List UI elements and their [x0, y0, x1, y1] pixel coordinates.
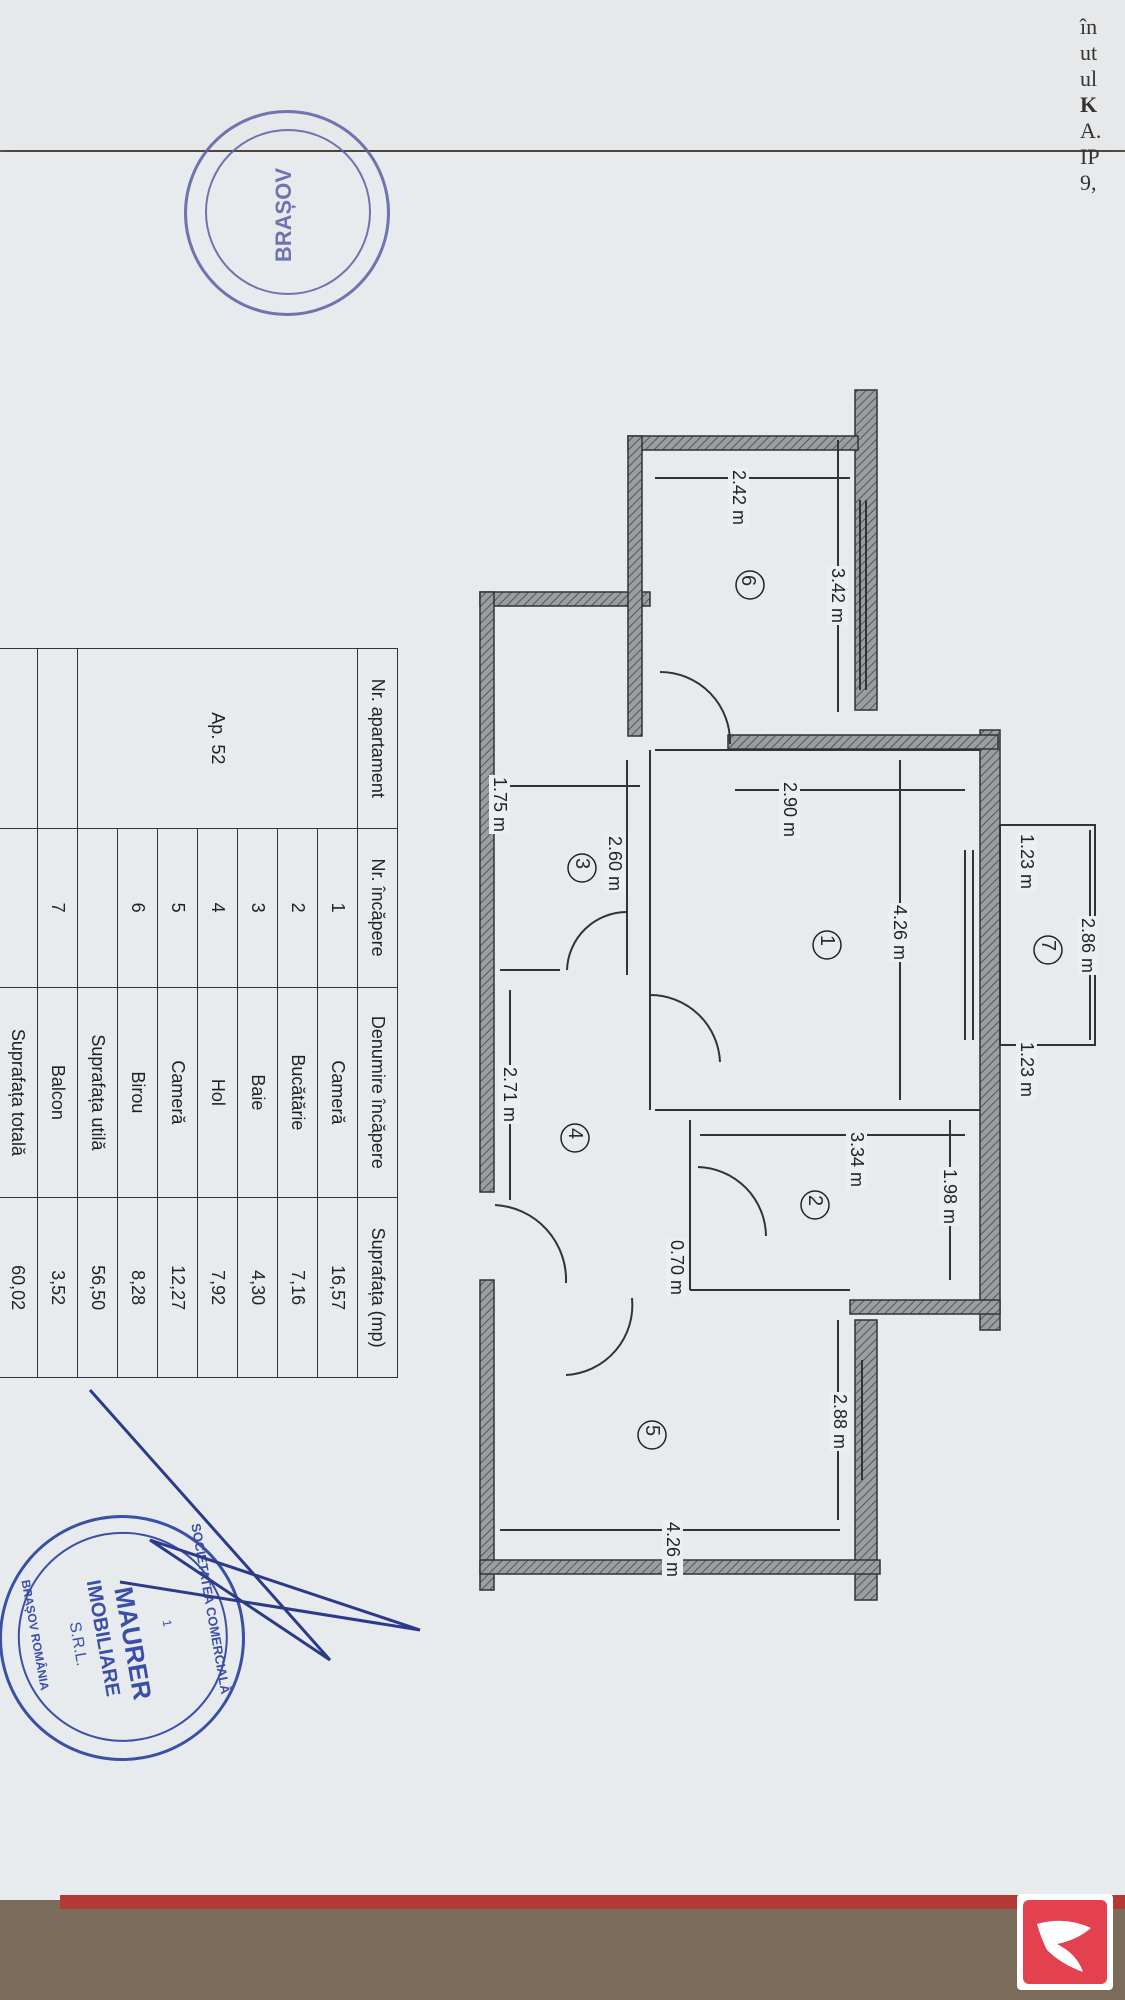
wall-left-6 — [627, 435, 643, 737]
floor-plan-sheet — [0, 152, 1125, 1902]
door-6 — [659, 671, 732, 745]
room-circle-5 — [637, 1420, 667, 1450]
upper-page — [0, 0, 1125, 150]
wall-bottom-kitchen — [849, 1299, 1001, 1315]
watermark-logo — [1017, 1894, 1113, 1990]
door-3 — [566, 911, 628, 971]
wall-left-5 — [479, 1279, 495, 1591]
door-5 — [565, 1297, 634, 1376]
door-entry — [494, 1204, 568, 1284]
door-2 — [697, 1166, 767, 1237]
top-page-text: în ut ul K A. IP 9, — [1080, 14, 1102, 195]
room-circle-1 — [812, 930, 842, 960]
door-1 — [649, 993, 721, 1063]
wall-left-hall — [479, 591, 495, 1193]
room-circle-4 — [560, 1123, 590, 1153]
room-circle-3 — [567, 853, 597, 883]
room-circle-7 — [1033, 935, 1063, 965]
wall-facade-right-5 — [854, 1319, 878, 1601]
bottom-edge — [0, 1900, 1125, 2000]
red-binding — [60, 1895, 1125, 1909]
room-circle-6 — [735, 570, 765, 600]
room-circle-2 — [800, 1190, 830, 1220]
